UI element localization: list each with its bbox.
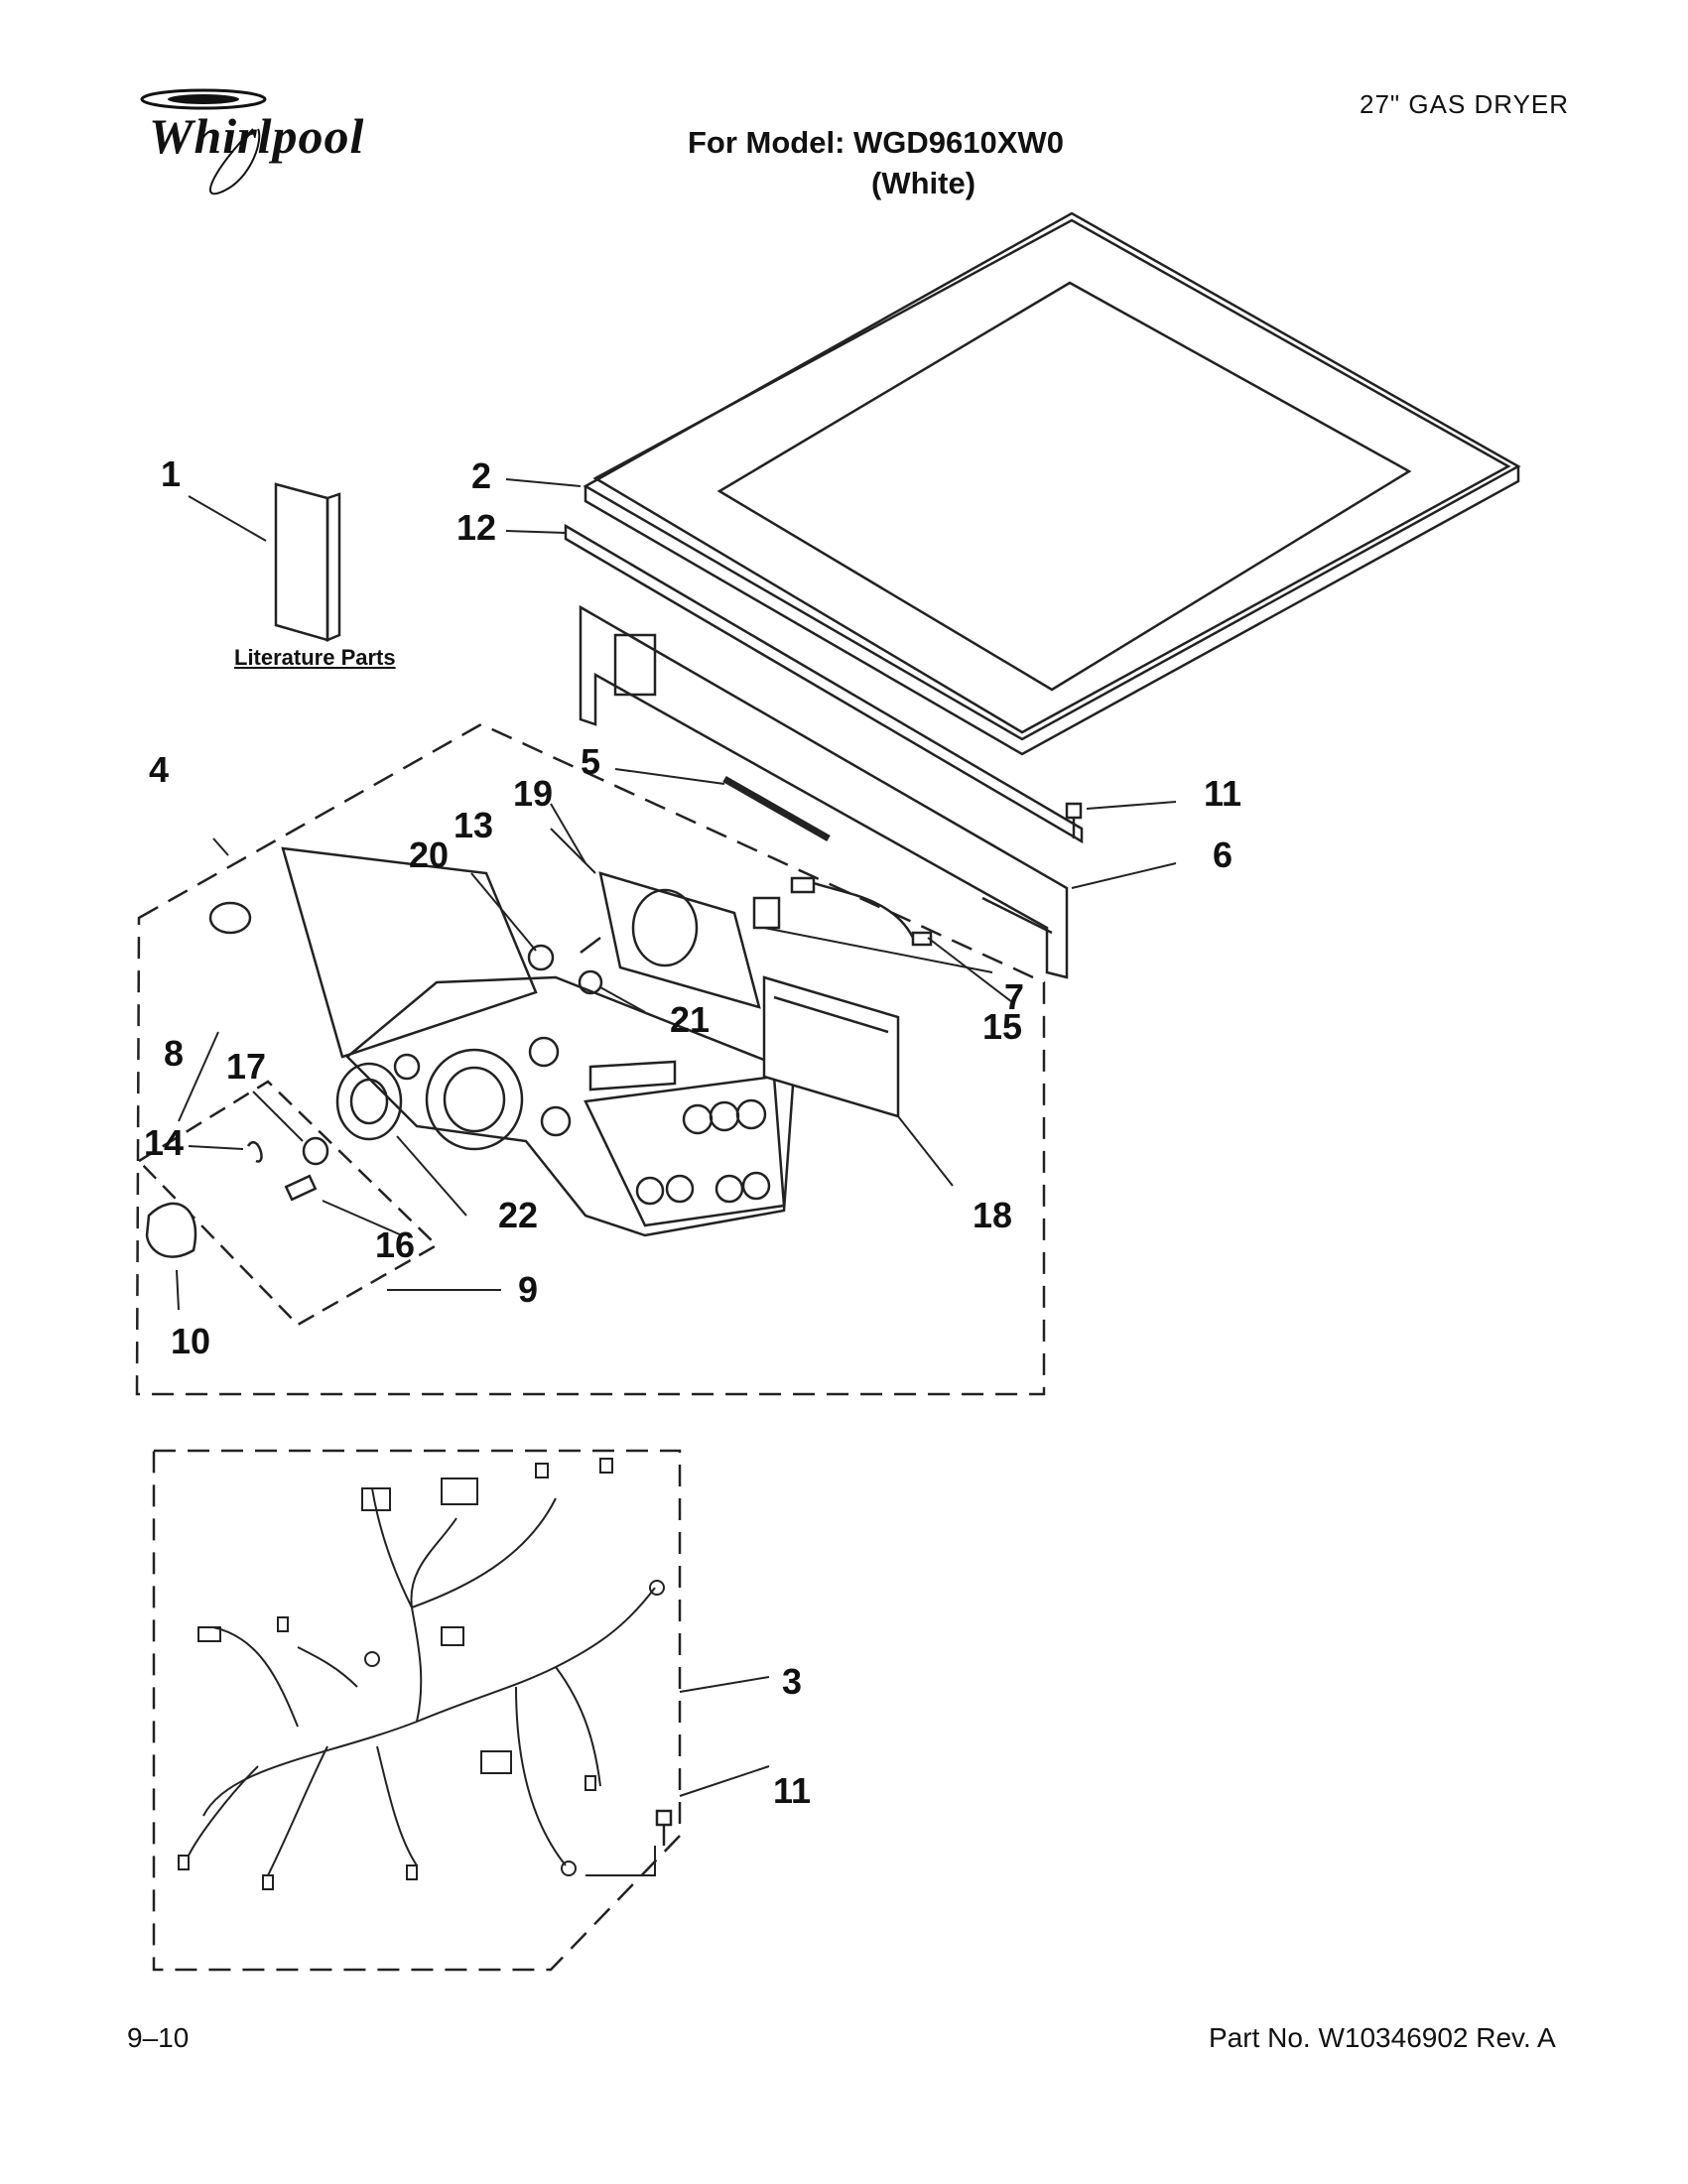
callout-1: 1 xyxy=(160,453,182,494)
harness-plug xyxy=(752,876,933,947)
callout-11-top: 11 xyxy=(1203,773,1242,814)
callout-22: 22 xyxy=(497,1195,539,1235)
callout-4: 4 xyxy=(148,749,170,790)
callout-12: 12 xyxy=(455,507,497,548)
part-number: Part No. W10346902 Rev. A xyxy=(1209,2022,1556,2053)
console-assembly-box xyxy=(135,722,1046,1396)
knob-assembly-box xyxy=(137,1080,440,1327)
callout-17: 17 xyxy=(225,1046,267,1087)
callout-18: 18 xyxy=(972,1195,1013,1235)
callout-6: 6 xyxy=(1212,835,1234,875)
logo-swoosh-icon xyxy=(140,88,267,195)
interface-board xyxy=(762,975,900,1118)
clip-14 xyxy=(246,1141,263,1163)
literature-booklet-icon xyxy=(274,482,341,642)
color-line: (White) xyxy=(871,166,976,200)
callout-3: 3 xyxy=(781,1661,803,1702)
knob-10 xyxy=(145,1202,197,1258)
callout-7: 7 xyxy=(1003,976,1025,1017)
leader-lines xyxy=(176,478,1177,1876)
callout-15: 15 xyxy=(981,1006,1023,1047)
callout-8: 8 xyxy=(163,1033,185,1074)
brand-name: Whirlpool xyxy=(149,108,365,164)
screw-icon xyxy=(655,1809,673,1846)
callout-16: 16 xyxy=(374,1224,416,1265)
bar-part xyxy=(722,775,831,842)
callout-14: 14 xyxy=(143,1122,185,1163)
page-number: 9–10 xyxy=(127,2022,190,2053)
spring-13 xyxy=(580,937,601,954)
callout-20: 20 xyxy=(408,835,450,875)
model-line: For Model: WGD9610XW0 xyxy=(688,125,1064,160)
callout-10: 10 xyxy=(170,1321,211,1361)
main-wire-harness xyxy=(178,1458,665,1890)
encoder-21 xyxy=(578,969,603,995)
callout-19: 19 xyxy=(512,773,554,814)
callout-21: 21 xyxy=(669,999,711,1040)
control-board xyxy=(598,871,761,1009)
console-frame xyxy=(579,604,1069,979)
literature-parts-label: Literature Parts xyxy=(234,645,396,670)
gear-20 xyxy=(527,944,555,971)
product-type: 27" GAS DRYER xyxy=(1360,89,1570,119)
callout-11-bottom: 11 xyxy=(772,1770,812,1811)
bezel-22 xyxy=(335,1062,403,1141)
callout-13: 13 xyxy=(453,805,494,845)
callout-5: 5 xyxy=(580,741,601,782)
bushing-17 xyxy=(302,1136,329,1166)
callout-9: 9 xyxy=(517,1269,539,1310)
ring-part xyxy=(208,901,252,935)
brand-logo xyxy=(134,79,392,208)
dryer-top-cover xyxy=(583,211,1521,756)
console-strip xyxy=(564,523,1084,844)
bezel-inner xyxy=(349,1078,389,1125)
lamp-16 xyxy=(284,1174,318,1202)
harness-box xyxy=(152,1449,682,1972)
screw-icon xyxy=(1065,802,1083,838)
callout-2: 2 xyxy=(470,455,492,496)
console-body xyxy=(281,846,796,1237)
